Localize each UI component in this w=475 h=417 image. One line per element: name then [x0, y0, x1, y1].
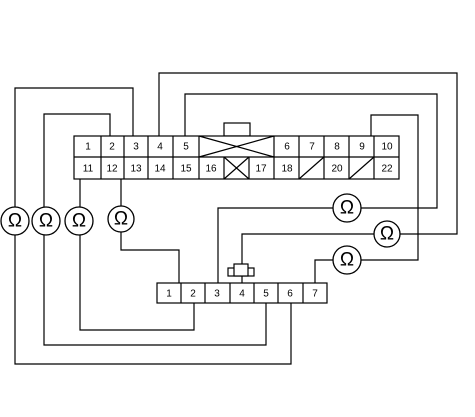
main-pin-18-label: 18: [281, 164, 293, 175]
wire-meter4-small1: [120, 227, 180, 283]
wires: [14, 72, 458, 365]
ohmmeter-4: Ω: [107, 205, 135, 233]
wire-main3-small6: [14, 87, 134, 217]
ohm-symbol: Ω: [380, 224, 394, 245]
small-pin-5-label: 5: [263, 289, 269, 300]
main-row2-dividers: [100, 156, 375, 180]
small-pin-2-label: 2: [190, 289, 196, 300]
ohmmeter-3: Ω: [64, 206, 94, 236]
wire-main2-meter2: [43, 113, 111, 217]
main-pin-8-label: 8: [334, 142, 340, 153]
main-pin-14-label: 14: [154, 164, 166, 175]
wire-main4-meter6: [158, 72, 458, 235]
main-pin-20-label: 20: [331, 164, 343, 175]
main-pin-3-label: 3: [133, 142, 139, 153]
small-pin-7-label: 7: [312, 289, 318, 300]
main-pin-17-label: 17: [255, 164, 267, 175]
ohm-symbol: Ω: [39, 211, 53, 232]
main-pin-22-label: 22: [381, 164, 393, 175]
small-connector-latch-inner: [233, 263, 249, 277]
wire-meter1-small6: [14, 235, 292, 365]
main-pin-2-label: 2: [109, 142, 115, 153]
ohmmeter-7: Ω: [332, 245, 362, 275]
main-pin-6-label: 6: [284, 142, 290, 153]
main-pin-5-label: 5: [183, 142, 189, 153]
main-pin-7-label: 7: [309, 142, 315, 153]
main-connector-latch: [223, 122, 251, 137]
wire-main5-meter5: [184, 93, 438, 209]
main-pin-13-label: 13: [130, 164, 142, 175]
main-pin-11-label: 11: [83, 164, 94, 175]
ohm-symbol: Ω: [114, 209, 128, 230]
main-connector: 1 2 3 4 5 6 7 8 9 10 11 12 13 14 15 16 1…: [73, 122, 400, 180]
main-pin-10-label: 10: [381, 142, 393, 153]
small-pin-1-label: 1: [166, 289, 172, 300]
main-pin-15-label: 15: [180, 164, 192, 175]
main-pin-12-label: 12: [106, 164, 118, 175]
main-row2-labels: 11 12 13 14 15 16 17 18 20 22: [83, 164, 393, 175]
ohmmeters: Ω Ω Ω Ω Ω Ω Ω: [0, 193, 401, 275]
small-pin-6-label: 6: [287, 289, 293, 300]
wire-meter5-small3: [217, 207, 334, 283]
small-connector-body: [156, 282, 328, 304]
wire-meter7-small7: [314, 259, 334, 283]
small-pin-3-label: 3: [214, 289, 220, 300]
ohmmeter-2: Ω: [31, 206, 61, 236]
ohm-symbol: Ω: [340, 198, 354, 219]
main-pin-16-label: 16: [205, 164, 217, 175]
ohm-symbol: Ω: [340, 250, 354, 271]
wire-meter2-small5: [43, 235, 267, 346]
small-connector: 1 2 3 4 5 6 7: [156, 263, 328, 304]
ohm-symbol: Ω: [8, 211, 22, 232]
ohmmeter-6: Ω: [373, 220, 401, 248]
main-pin-9-label: 9: [359, 142, 365, 153]
small-pin-4-label: 4: [239, 289, 245, 300]
main-row1-dividers: [100, 135, 375, 158]
main-row1-labels: 1 2 3 4 5 6 7 8 9 10: [85, 142, 393, 153]
main-pin-1-label: 1: [85, 142, 91, 153]
wire-meter3-small2: [79, 235, 195, 331]
ohmmeter-1: Ω: [0, 206, 30, 236]
ohmmeter-5: Ω: [332, 193, 362, 223]
main-pin-4-label: 4: [157, 142, 163, 153]
ohm-symbol: Ω: [72, 211, 86, 232]
wire-main10-meter7: [361, 114, 419, 261]
